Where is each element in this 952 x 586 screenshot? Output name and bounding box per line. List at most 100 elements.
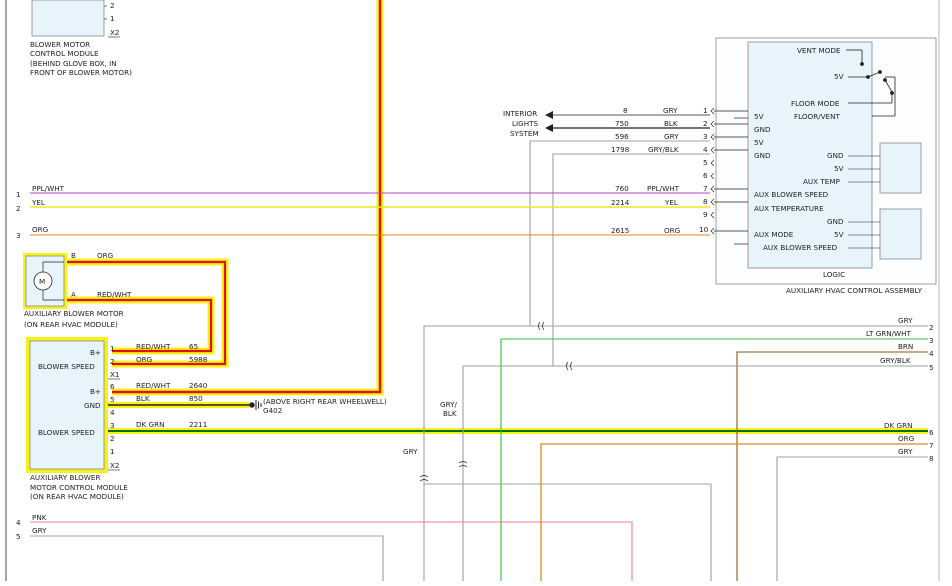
right-wire-6-num: 6 xyxy=(929,428,934,437)
aux-mode-sensor-box xyxy=(879,208,922,260)
right-label-5v-2: 5V xyxy=(834,230,844,239)
hvac-pin-5: 5 xyxy=(703,158,708,167)
ctrl-wire-5-circuit: 850 xyxy=(189,394,203,403)
hvac-wire-7-circuit: 760 xyxy=(615,184,629,193)
hvac-wire-10-color: ORG xyxy=(664,226,680,235)
left-wire-3-num: 3 xyxy=(16,231,21,240)
bmc-pin-2: 2 xyxy=(110,1,115,10)
org-motor-wire xyxy=(67,258,229,368)
ctrl-label-bplus-2: B+ xyxy=(90,387,101,396)
left-wire-2-num: 2 xyxy=(16,204,21,213)
right-wire-5-color: GRY/BLK xyxy=(880,356,911,365)
splice-symbols xyxy=(419,321,573,482)
red-wht-motor-wire xyxy=(67,296,215,355)
right-label-aux-temp: AUX TEMP xyxy=(803,177,841,186)
motor-wire-redwht-label: RED/WHT xyxy=(97,290,132,299)
vertical-label-gry: GRY xyxy=(403,447,418,456)
right-label-5v-1: 5V xyxy=(834,164,844,173)
interior-lights-line-3: SYSTEM xyxy=(510,129,539,138)
bmc-pin-1: 1 xyxy=(110,14,115,23)
right-wire-8-num: 8 xyxy=(929,454,934,463)
ctrl-wire-1-circuit: 65 xyxy=(189,342,198,351)
motor-wire-org-label: ORG xyxy=(97,251,113,260)
left-wire-5-color: GRY xyxy=(32,526,47,535)
ctrl-pin-1: 1 xyxy=(110,344,115,353)
ctrl-pin-1b: 1 xyxy=(110,447,115,456)
right-wire-2-color: GRY xyxy=(898,316,913,325)
hvac-pin-4: 4 xyxy=(703,145,708,154)
right-wire-6-color: DK GRN xyxy=(884,421,912,430)
motor-symbol-letter: M xyxy=(39,277,45,286)
ctrl-pin-2: 2 xyxy=(110,357,115,366)
ctrl-label-blower-speed-1: BLOWER SPEED xyxy=(38,362,95,371)
left-label-aux-temperature: AUX TEMPERATURE xyxy=(754,204,824,213)
ctrl-connector-x2: X2 xyxy=(110,461,120,470)
aux-ctrl-label-1: AUXILIARY BLOWER xyxy=(30,473,100,482)
hvac-wire-4-color: GRY/BLK xyxy=(648,145,679,154)
bmc-label-line-4: FRONT OF BLOWER MOTOR) xyxy=(30,68,132,77)
hvac-pin-2: 2 xyxy=(703,119,708,128)
ctrl-wire-2-color: ORG xyxy=(136,355,152,364)
ctrl-pin-3: 3 xyxy=(110,421,115,430)
aux-hvac-control-assembly: LOGIC AUXILIARY HVAC CONTROL ASSEMBLY VE… xyxy=(699,37,937,295)
blower-motor-control-box xyxy=(31,0,105,37)
hvac-wire-8-color: YEL xyxy=(664,198,678,207)
right-wire-2-num: 2 xyxy=(929,323,934,332)
vertical-label-gry-slash: GRY/ xyxy=(440,400,457,409)
aux-motor-label-1: AUXILIARY BLOWER MOTOR xyxy=(24,309,124,318)
left-wire-4-num: 4 xyxy=(16,518,21,527)
aux-temp-sensor-box xyxy=(879,142,922,194)
left-label-aux-blower-speed-2: AUX BLOWER SPEED xyxy=(763,243,838,252)
interior-lights-line-2: LIGHTS xyxy=(512,119,538,128)
left-wire-2-color: YEL xyxy=(31,198,45,207)
switch-5v: 5V xyxy=(834,72,844,81)
left-wires: 1 PPL/WHT 2 YEL 3 ORG 4 PNK 5 GRY xyxy=(16,184,633,581)
right-wire-4-color: BRN xyxy=(898,342,913,351)
hvac-logic-label: LOGIC xyxy=(823,270,845,279)
right-wire-7-color: ORG xyxy=(898,434,914,443)
left-wire-4-color: PNK xyxy=(32,513,47,522)
hvac-assembly-label: AUXILIARY HVAC CONTROL ASSEMBLY xyxy=(786,286,923,295)
ctrl-pin-6: 6 xyxy=(110,382,115,391)
left-label-aux-mode: AUX MODE xyxy=(754,230,794,239)
bmc-label-line-3: (BEHIND GLOVE BOX, IN xyxy=(30,59,117,68)
ctrl-label-gnd: GND xyxy=(84,401,101,410)
right-wire-3-color: LT GRN/WHT xyxy=(866,329,912,338)
motor-pin-a: A xyxy=(71,290,76,299)
ctrl-pin-4: 4 xyxy=(110,408,115,417)
right-wire-5-num: 5 xyxy=(929,363,934,372)
ctrl-wire-5-color: BLK xyxy=(136,394,150,403)
hvac-pin-connectors xyxy=(710,107,748,245)
hvac-wire-7-color: PPL/WHT xyxy=(647,184,680,193)
hvac-wires: 8 GRY 750 BLK 596 GRY 1798 GRY/BLK 760 P… xyxy=(30,106,710,366)
ctrl-wire-1-color: RED/WHT xyxy=(136,342,171,351)
vertical-label-blk: BLK xyxy=(443,409,457,418)
right-wires: GRY 2 LT GRN/WHT 3 BRN 4 GRY/BLK 5 DK GR… xyxy=(403,316,934,581)
switch-vent-mode: VENT MODE xyxy=(797,46,841,55)
left-wire-1-num: 1 xyxy=(16,190,21,199)
hvac-wire-4-circuit: 1798 xyxy=(611,145,630,154)
hvac-wire-8-circuit: 2214 xyxy=(611,198,630,207)
hvac-pin-1: 1 xyxy=(703,106,708,115)
aux-ctrl-label-2: MOTOR CONTROL MODULE xyxy=(30,483,128,492)
right-wire-8-color: GRY xyxy=(898,447,913,456)
bmc-label-line-1: BLOWER MOTOR xyxy=(30,40,90,49)
interior-lights-line-1: INTERIOR xyxy=(503,109,537,118)
hvac-pin-10: 10 xyxy=(699,225,709,234)
aux-motor-label-2: (ON REAR HVAC MODULE) xyxy=(24,320,118,329)
ctrl-pin-2b: 2 xyxy=(110,434,115,443)
right-label-gnd-2: GND xyxy=(827,217,844,226)
ctrl-label-bplus-1: B+ xyxy=(90,348,101,357)
left-label-gnd-1: GND xyxy=(754,125,771,134)
ctrl-wire-3-color: DK GRN xyxy=(136,420,164,429)
mode-switch-symbol xyxy=(846,49,896,117)
aux-ctrl-label-3: (ON REAR HVAC MODULE) xyxy=(30,492,124,501)
blk-ground-wire: (ABOVE RIGHT REAR WHEELWELL) G402 xyxy=(108,397,387,415)
hvac-pin-3: 3 xyxy=(703,132,708,141)
hvac-wire-2-circuit: 750 xyxy=(615,119,629,128)
bmc-label-line-2: CONTROL MODULE xyxy=(30,49,99,58)
aux-blower-control-module: B+ BLOWER SPEED B+ GND BLOWER SPEED 1 2 … xyxy=(26,337,128,501)
ctrl-wire-6-circuit: 2640 xyxy=(189,381,208,390)
hvac-wire-10-circuit: 2615 xyxy=(611,226,629,235)
